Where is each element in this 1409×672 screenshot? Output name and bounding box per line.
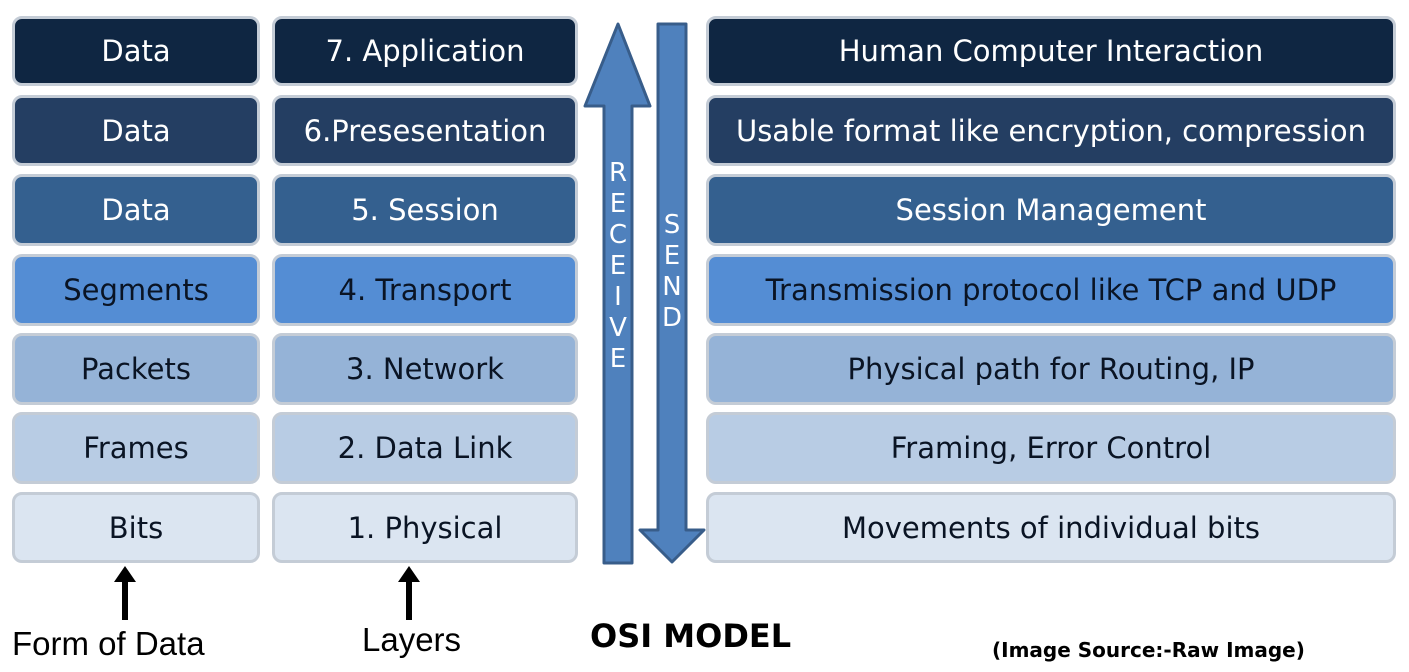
function-box-transport: Transmission protocol like TCP and UDP — [706, 254, 1396, 326]
data-form-box-physical: Bits — [12, 492, 260, 563]
form-of-data-pointer-arrow-icon — [114, 566, 136, 620]
send-letter: N — [662, 272, 682, 302]
layer-box-presentation: 6.Presesentation — [272, 95, 578, 166]
function-box-presentation: Usable format like encryption, compressi… — [706, 95, 1396, 166]
receive-letter: C — [608, 220, 628, 250]
send-letter: S — [663, 210, 681, 240]
diagram-title: OSI MODEL — [590, 617, 792, 655]
data-form-box-session: Data — [12, 174, 260, 246]
receive-letter: E — [609, 189, 627, 219]
receive-letter: E — [609, 251, 627, 281]
data-form-box-transport: Segments — [12, 254, 260, 326]
receive-arrow-up-icon — [583, 22, 652, 565]
function-box-session: Session Management — [706, 174, 1396, 246]
receive-send-arrows — [583, 22, 706, 565]
layer-box-application: 7. Application — [272, 16, 578, 86]
send-arrow-down-icon — [638, 22, 706, 564]
function-box-physical: Movements of individual bits — [706, 492, 1396, 563]
layers-pointer-arrow-icon — [398, 566, 420, 620]
receive-letter: V — [609, 313, 627, 343]
send-label: S E N D — [652, 210, 692, 334]
receive-label: R E C E I V E — [598, 158, 638, 375]
data-form-box-network: Packets — [12, 333, 260, 405]
function-box-application: Human Computer Interaction — [706, 16, 1396, 86]
data-form-box-presentation: Data — [12, 95, 260, 166]
form-of-data-caption: Form of Data — [12, 625, 205, 662]
send-letter: E — [663, 241, 681, 271]
layer-box-transport: 4. Transport — [272, 254, 578, 326]
layer-box-network: 3. Network — [272, 333, 578, 405]
layer-box-data-link: 2. Data Link — [272, 412, 578, 484]
data-form-box-data-link: Frames — [12, 412, 260, 484]
image-source-note: (Image Source:-Raw Image) — [992, 638, 1305, 662]
receive-letter: R — [608, 158, 628, 188]
function-box-network: Physical path for Routing, IP — [706, 333, 1396, 405]
layer-box-physical: 1. Physical — [272, 492, 578, 563]
send-letter: D — [661, 303, 683, 333]
layer-box-session: 5. Session — [272, 174, 578, 246]
layers-caption: Layers — [362, 621, 462, 658]
receive-letter: E — [609, 344, 627, 374]
receive-letter: I — [614, 282, 622, 312]
function-box-data-link: Framing, Error Control — [706, 412, 1396, 484]
data-form-box-application: Data — [12, 16, 260, 86]
